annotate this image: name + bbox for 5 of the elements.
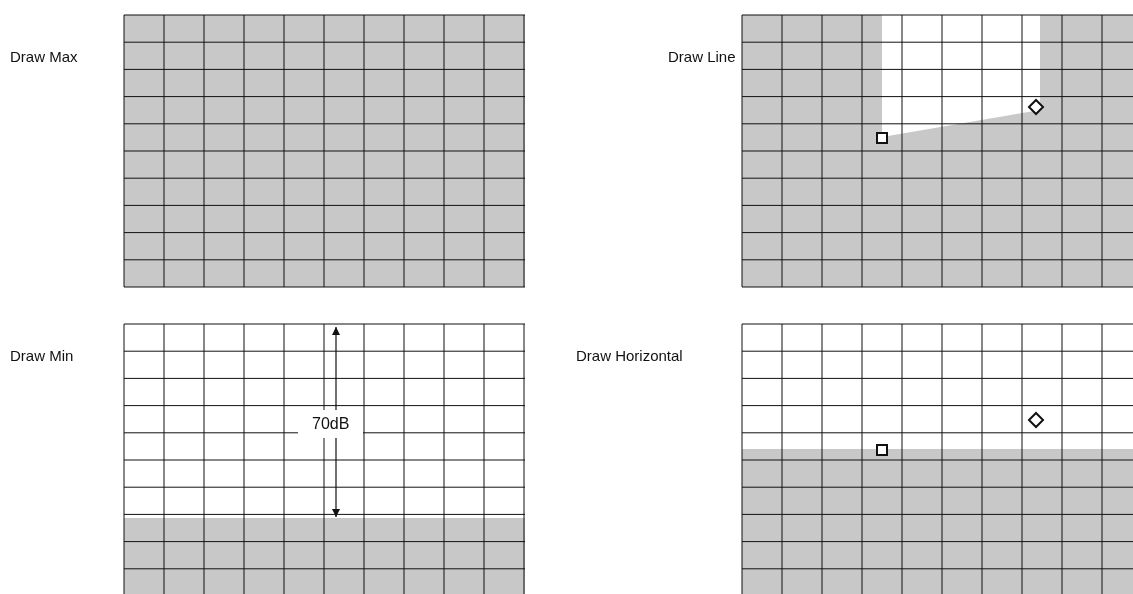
dimension-label: 70dB [298, 410, 364, 438]
panel-title: Draw Horizontal [576, 347, 683, 365]
panel-title: Draw Min [10, 347, 74, 365]
panel-title: Draw Max [10, 48, 78, 66]
panel-title: Draw Line [668, 48, 736, 66]
